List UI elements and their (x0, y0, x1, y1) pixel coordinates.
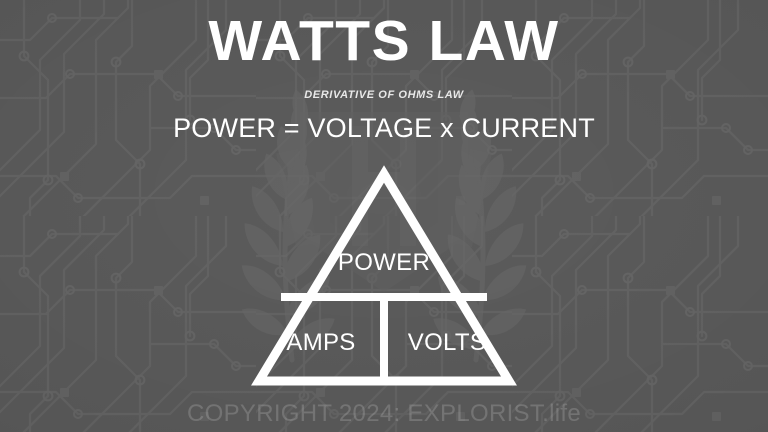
triangle-label-power: POWER (337, 249, 431, 276)
triangle-label-amps: AMPS (286, 329, 356, 356)
copyright-notice: COPYRIGHT 2024: EXPLORIST.life (186, 400, 582, 427)
page-subtitle: DERIVATIVE OF OHMS LAW (304, 89, 464, 101)
formula-text: POWER = VOLTAGE x CURRENT (173, 113, 595, 143)
page-title: WATTS LAW (208, 9, 560, 73)
triangle-label-volts: VOLTS (407, 329, 487, 356)
